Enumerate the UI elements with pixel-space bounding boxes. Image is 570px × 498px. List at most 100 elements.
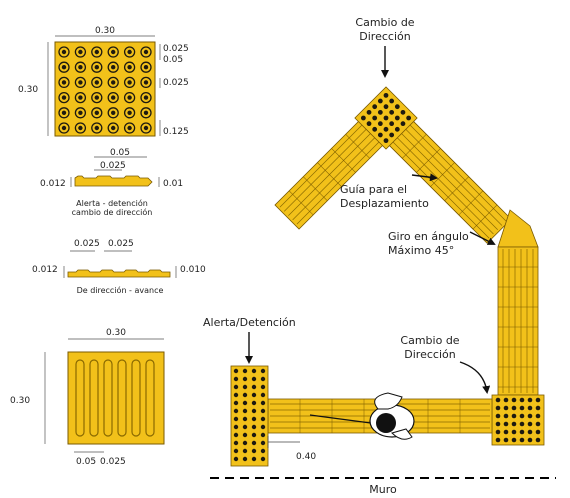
alert-tile — [54, 41, 156, 137]
alert-dim-4: 0.125 — [163, 127, 189, 137]
dot — [251, 368, 257, 374]
dot — [233, 368, 239, 374]
groove-bar — [89, 359, 99, 437]
dot — [383, 92, 389, 98]
dot — [527, 397, 533, 403]
dot-core — [143, 95, 149, 100]
dot — [389, 109, 395, 115]
dot — [242, 408, 248, 414]
dot — [495, 397, 501, 403]
alert-dim-2: 0.05 — [163, 55, 183, 65]
dot — [511, 421, 517, 427]
dot — [389, 132, 395, 138]
dot — [91, 76, 103, 89]
groove — [296, 127, 394, 225]
dot-core — [78, 80, 83, 85]
section-alert-left: 0.012 — [40, 179, 66, 189]
groove — [283, 114, 381, 212]
dot-core — [78, 65, 83, 70]
dot — [74, 91, 87, 104]
plan-view: 0.40 Muro Cambio de Dirección Guía para … — [203, 16, 556, 496]
tile-joint — [331, 148, 356, 173]
dot — [233, 392, 239, 398]
dot-core — [111, 80, 116, 85]
dot — [233, 432, 239, 438]
dot-core — [94, 49, 100, 55]
dot — [519, 437, 525, 443]
section-dir-right: 0.010 — [180, 265, 206, 275]
dot-core — [111, 49, 116, 55]
dot — [251, 400, 257, 406]
dot — [377, 109, 383, 115]
dot — [74, 61, 87, 73]
dot — [535, 437, 541, 443]
dot — [527, 437, 533, 443]
dot — [107, 107, 119, 119]
dot-core — [143, 80, 149, 85]
walking-person-with-cane-icon — [309, 392, 415, 440]
dot — [123, 122, 136, 134]
tile-joint — [402, 134, 427, 159]
dot — [495, 405, 501, 411]
guide-label-line-1: Guía para el — [340, 183, 407, 196]
dot — [251, 456, 257, 462]
dot — [377, 121, 383, 127]
dot — [394, 115, 400, 121]
tile-joint — [472, 204, 498, 230]
dot — [372, 126, 378, 132]
dot — [389, 121, 395, 127]
dot-core — [143, 49, 149, 55]
dot — [233, 384, 239, 390]
tile-joint — [416, 148, 441, 173]
dot-core — [94, 80, 100, 85]
dot — [511, 413, 517, 419]
guide-label-line-2: Desplazamiento — [340, 197, 429, 210]
dot-core — [61, 65, 67, 70]
groove — [288, 119, 385, 216]
dot — [260, 440, 266, 446]
dot-core — [111, 125, 116, 131]
groove-bar — [117, 359, 127, 437]
dot — [242, 416, 248, 422]
dot — [107, 46, 119, 58]
dot — [91, 61, 103, 73]
dot — [123, 91, 136, 104]
right-change-direction-dots — [495, 397, 541, 443]
dot-core — [111, 110, 116, 116]
change-direction-top-line-2: Dirección — [359, 30, 410, 43]
dot — [123, 76, 136, 89]
dot — [107, 91, 119, 104]
dot — [233, 416, 239, 422]
dot — [242, 400, 248, 406]
dot — [233, 376, 239, 382]
dot-core — [94, 95, 100, 100]
alert-tile-dots — [58, 46, 152, 134]
dot — [233, 448, 239, 454]
section-dir-caption: De dirección - avance — [77, 285, 164, 295]
dot — [406, 115, 412, 121]
tile-joint — [303, 176, 328, 201]
dot-core — [61, 49, 67, 55]
dot — [140, 76, 152, 89]
dot — [140, 122, 152, 134]
alert-tile-detail: 0.30 0.30 0.025 0.05 0.025 0.125 — [18, 26, 189, 137]
dot — [527, 421, 533, 427]
tile-joint — [458, 190, 484, 216]
dot — [394, 104, 400, 110]
dot-core — [94, 110, 100, 116]
dot — [58, 107, 70, 119]
dot — [377, 98, 383, 104]
dot — [260, 368, 266, 374]
dot — [260, 384, 266, 390]
dot — [233, 456, 239, 462]
dot — [140, 91, 152, 104]
dot — [242, 448, 248, 454]
dot — [260, 392, 266, 398]
dot-core — [143, 125, 149, 131]
dot — [242, 368, 248, 374]
dot — [366, 121, 372, 127]
dot — [519, 429, 525, 435]
direction-tile — [67, 351, 165, 445]
dot — [91, 91, 103, 104]
dot — [535, 429, 541, 435]
